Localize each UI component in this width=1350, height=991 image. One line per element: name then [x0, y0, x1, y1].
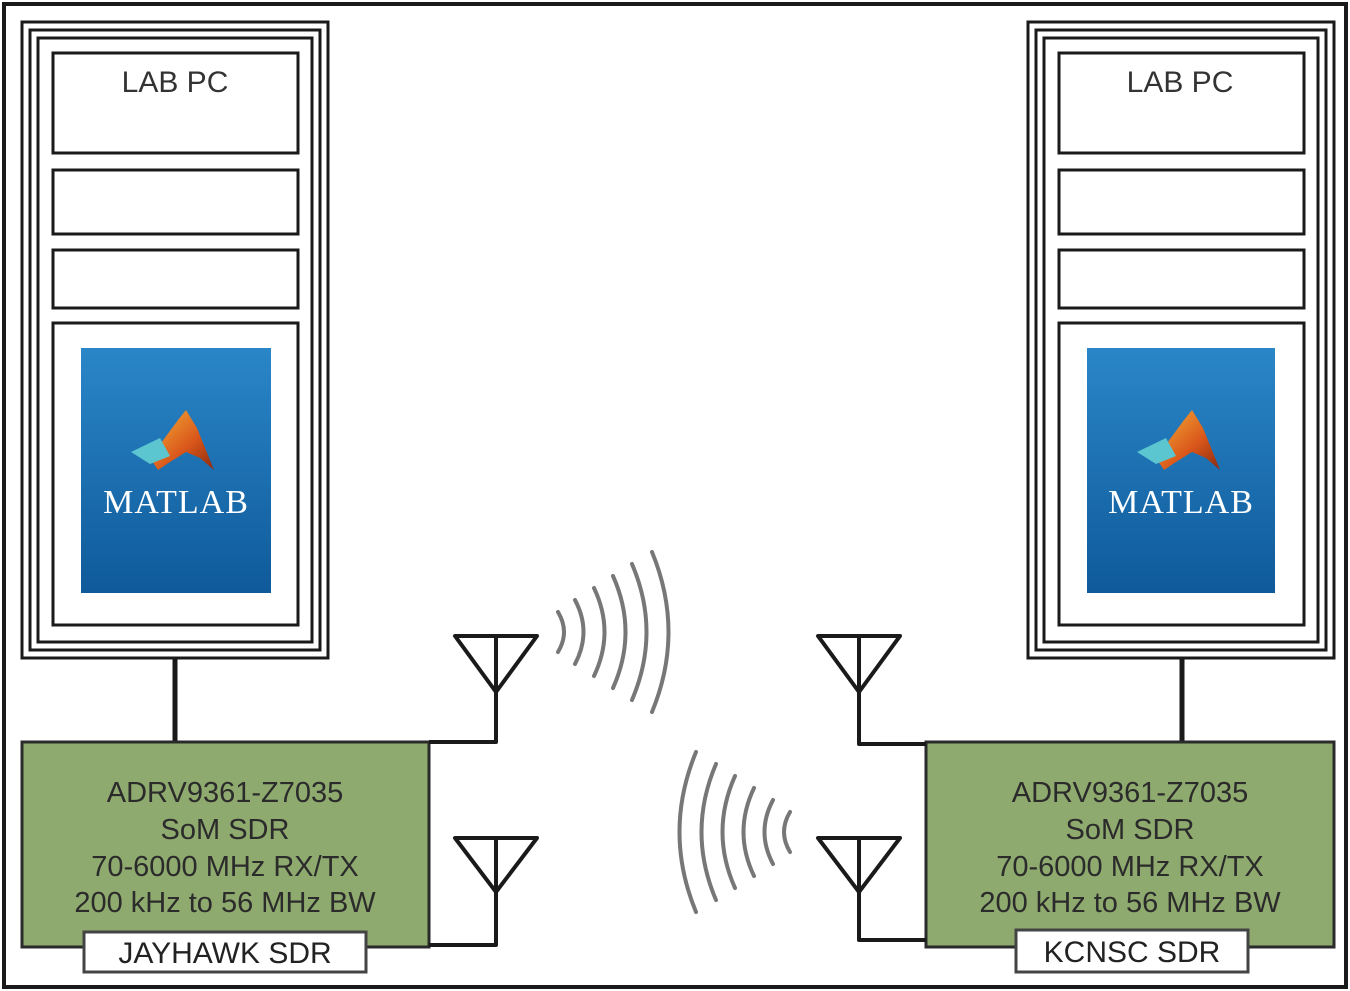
left-tx-antenna-icon — [429, 634, 539, 744]
right-pc-bay-2 — [1057, 168, 1306, 236]
left-software-label: MATLAB — [103, 484, 249, 521]
left-sdr-tag-label: JAYHAWK SDR — [118, 937, 331, 970]
left-pc-bay-1 — [51, 51, 300, 155]
right-pc-bay-1 — [1057, 51, 1306, 155]
left-lab-pc: LAB PC MATLAB — [20, 20, 330, 660]
left-sdr-line-1: ADRV9361-Z7035 — [107, 777, 343, 809]
left-matlab-logo: MATLAB — [81, 348, 271, 593]
left-rx-antenna-icon — [429, 836, 539, 947]
right-sdr-box: ADRV9361-Z7035 SoM SDR 70-6000 MHz RX/TX… — [924, 740, 1336, 949]
right-sdr-line-1: ADRV9361-Z7035 — [1012, 777, 1248, 809]
upper-radio-waves-icon — [556, 550, 671, 714]
right-lab-pc: LAB PC MATLAB — [1026, 20, 1336, 660]
right-sdr-tag-label: KCNSC SDR — [1044, 936, 1221, 969]
right-software-label: MATLAB — [1108, 484, 1254, 521]
right-tx-antenna-icon — [816, 634, 926, 746]
right-sdr-tag: KCNSC SDR — [1014, 928, 1250, 974]
left-sdr-line-3: 70-6000 MHz RX/TX — [91, 851, 359, 883]
left-sdr-line-4: 200 kHz to 56 MHz BW — [74, 887, 376, 919]
right-pc-label: LAB PC — [1127, 66, 1234, 99]
right-rx-antenna-icon — [816, 836, 926, 942]
right-pc-bay-3 — [1057, 248, 1306, 310]
left-pc-label: LAB PC — [122, 66, 229, 99]
right-sdr-line-4: 200 kHz to 56 MHz BW — [979, 887, 1281, 919]
left-pc-bay-3 — [51, 248, 300, 310]
left-sdr-box: ADRV9361-Z7035 SoM SDR 70-6000 MHz RX/TX… — [20, 740, 431, 949]
left-sdr-line-2: SoM SDR — [161, 814, 290, 846]
lower-radio-waves-icon — [677, 750, 792, 914]
left-sdr-tag: JAYHAWK SDR — [82, 930, 368, 974]
left-pc-bay-2 — [51, 168, 300, 236]
right-sdr-line-2: SoM SDR — [1066, 814, 1195, 846]
right-matlab-logo: MATLAB — [1087, 348, 1275, 593]
right-sdr-line-3: 70-6000 MHz RX/TX — [996, 851, 1264, 883]
